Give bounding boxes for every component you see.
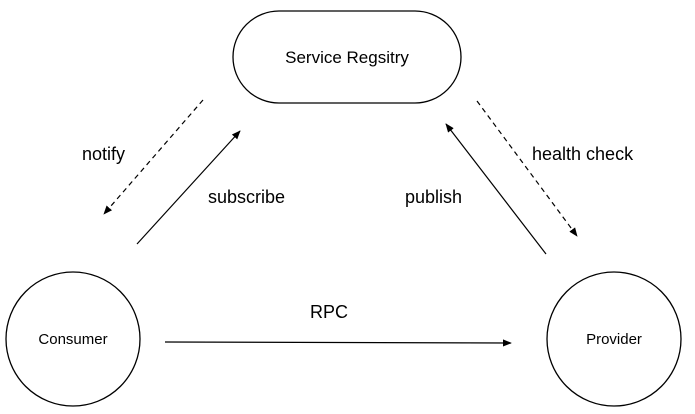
rpc-edge: RPC [164,302,512,347]
consumer-node: Consumer [5,271,141,407]
consumer-label: Consumer [38,331,107,348]
consumer-shape [5,271,141,407]
registry-shape [232,10,462,104]
rpc-arrow [164,339,512,347]
subscribe-edge: subscribe [136,130,285,245]
provider-shape [546,271,682,407]
registry-node: Service Regsitry [232,10,462,104]
publish-edge: publish [405,123,547,255]
publish-label: publish [405,187,462,207]
notify-edge: notify [82,99,204,215]
registry-label: Service Regsitry [285,48,409,67]
notify-label: notify [82,144,125,164]
provider-node: Provider [546,271,682,407]
subscribe-label: subscribe [208,187,285,207]
health-check-edge: health check [476,100,634,237]
notify-arrow [103,99,204,215]
publish-arrow [445,123,547,255]
health-check-label: health check [532,144,634,164]
health-check-arrow [476,100,578,237]
subscribe-arrow [136,130,241,245]
rpc-label: RPC [310,302,348,322]
provider-label: Provider [586,331,642,348]
